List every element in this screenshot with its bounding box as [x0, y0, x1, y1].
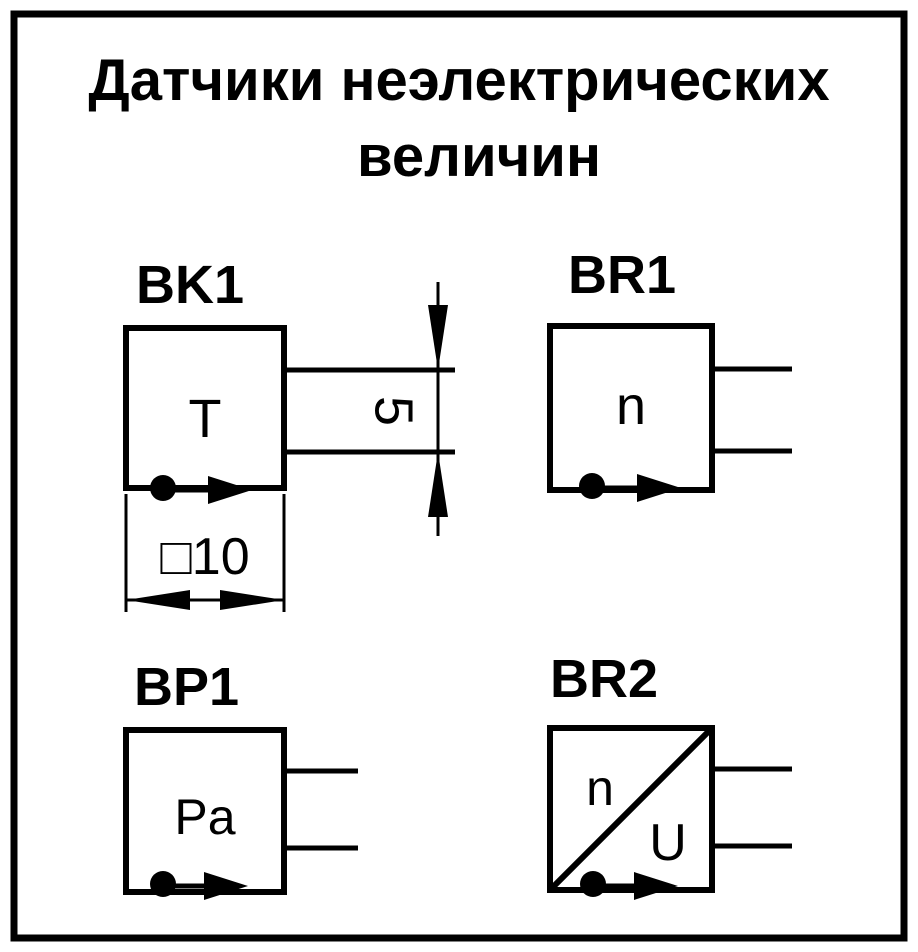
br2-diagonal	[550, 728, 712, 890]
dim-10-text: □10	[160, 528, 249, 586]
sensor-br2: n U	[547, 725, 792, 900]
outer-frame	[10, 10, 908, 942]
bp1-symbol: Pa	[174, 789, 235, 845]
dim-5-arrow-top	[428, 305, 448, 370]
dim-10-arrow-left	[126, 590, 190, 610]
sensor-bk1: T 5 □10	[123, 282, 455, 612]
br2-label: BR2	[550, 649, 659, 709]
br1-label: BR1	[568, 245, 677, 305]
bk1-label: BK1	[136, 255, 245, 315]
bk1-arrow-head	[208, 476, 252, 504]
dim-10-arrow-right	[220, 590, 284, 610]
bk1-symbol: T	[189, 389, 222, 449]
br2-box	[547, 725, 715, 893]
br1-symbol: n	[616, 376, 646, 436]
dim-5-text: 5	[364, 396, 424, 426]
title-line-1: Датчики неэлектрических	[88, 48, 830, 113]
sensor-br1: n	[547, 323, 792, 502]
br2-symbol-top: n	[586, 760, 614, 816]
br1-arrow-head	[637, 474, 681, 502]
sensor-bp1: Pa	[123, 727, 358, 900]
br2-arrow-head	[634, 872, 678, 900]
br2-symbol-bottom: U	[649, 814, 687, 872]
bp1-label: BP1	[134, 657, 240, 717]
title-line-2: величин	[356, 124, 601, 189]
dim-5-arrow-bottom	[428, 452, 448, 517]
bp1-arrow-head	[204, 872, 248, 900]
